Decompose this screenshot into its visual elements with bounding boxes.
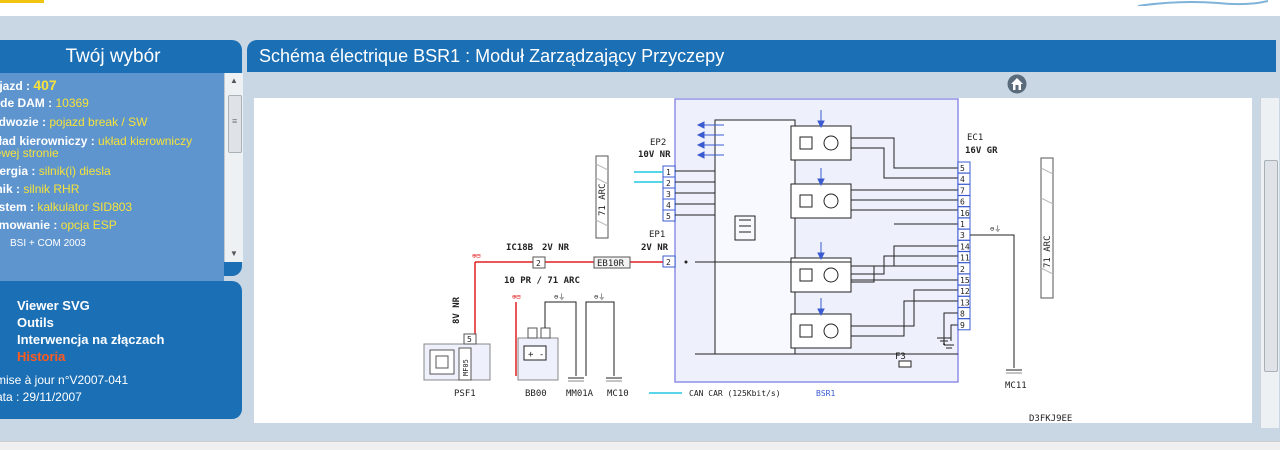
ep1-wire-label: 2V NR xyxy=(641,243,669,253)
selection-row: ° de DAM : 10369 xyxy=(0,96,89,110)
f3-label: F3 xyxy=(895,352,906,362)
ic-pin: 2 xyxy=(536,259,541,268)
wiring-diagram: F3 1 2 3 4 5 EP2 10V NR 71 ARC EP1 2V NR… xyxy=(254,98,1252,423)
ec1-pin: 16 xyxy=(960,209,970,218)
ec1-pin: 13 xyxy=(960,298,970,307)
selection-panel: Twój wybór ojazd : 407 ° de DAM : 10369 … xyxy=(0,40,243,298)
ep2-pin: 3 xyxy=(666,190,671,199)
page-title: Schéma électrique BSR1 : Moduł Zarządzaj… xyxy=(259,46,725,66)
mf-label: MF05 xyxy=(462,359,470,376)
ec1-pin: 3 xyxy=(960,231,965,240)
mc10-label: MC10 xyxy=(607,389,629,399)
ep2-pin: 2 xyxy=(666,179,671,188)
ec1-wire-label: 16V GR xyxy=(965,146,998,156)
psf1-label: PSF1 xyxy=(454,389,476,399)
ec1-pin: 14 xyxy=(960,242,970,251)
ep2-pin: 5 xyxy=(666,212,671,221)
ep1-pin: 2 xyxy=(666,258,671,267)
home-icon[interactable] xyxy=(1007,74,1027,94)
ground-symbol: ⊖⏚ xyxy=(554,293,565,301)
scroll-thumb[interactable]: ≡ xyxy=(228,95,242,153)
vert-left-label: 8V NR xyxy=(452,296,462,324)
menu-outils[interactable]: Outils xyxy=(17,315,54,330)
selection-title: Twój wybór xyxy=(65,46,161,67)
ec1-pin: 15 xyxy=(960,276,970,285)
selection-extra: BSI + COM 2003 xyxy=(10,238,86,249)
selection-row: ojazd : 407 xyxy=(0,77,57,93)
selection-row: ystem : kalkulator SID803 xyxy=(0,200,133,214)
selection-row: lnik : silnik RHR xyxy=(0,182,80,196)
date-info: ata : 29/11/2007 xyxy=(0,390,82,404)
ep2-pin: 4 xyxy=(666,201,671,210)
menu-historia[interactable]: Historia xyxy=(17,349,66,364)
menu-panel: Viewer SVG Outils Interwencja na złączac… xyxy=(0,281,242,419)
ec1-pin: 6 xyxy=(960,198,965,207)
brand-stripe xyxy=(0,0,44,3)
mf-pin: 5 xyxy=(467,335,472,344)
selection-row: adwozie : pojazd break / SW xyxy=(0,115,148,129)
ep2-wire-label: 10V NR xyxy=(638,150,671,160)
selection-row: nergia : silnik(i) diesla xyxy=(0,164,111,178)
ep2-pin: 1 xyxy=(666,168,671,177)
diagram-scrollbar[interactable] xyxy=(1260,98,1279,428)
ic-wire-label: 2V NR xyxy=(542,243,570,253)
left-wire-label: 10 PR / 71 ARC xyxy=(504,276,580,286)
scroll-up-icon[interactable]: ▲ xyxy=(230,76,238,85)
menu-viewer-svg[interactable]: Viewer SVG xyxy=(17,298,90,313)
bb00-label: BB00 xyxy=(525,389,547,399)
ec1-pin: 7 xyxy=(960,186,965,195)
ground-symbol: ⊖⏚ xyxy=(594,293,605,301)
main-header: Schéma électrique BSR1 : Moduł Zarządzaj… xyxy=(247,40,1276,72)
plus-symbol: ⊕⊟ xyxy=(472,252,480,260)
eb-label: EB10R xyxy=(597,259,625,269)
arc-label-left: 71 ARC xyxy=(598,183,608,216)
selection-list: ojazd : 407 ° de DAM : 10369 adwozie : p… xyxy=(0,73,224,298)
plus-symbol: ⊕⊟ xyxy=(512,293,520,301)
ec1-pin-box xyxy=(957,318,971,331)
bsr1-label: BSR1 xyxy=(816,389,835,398)
mc11-label: MC11 xyxy=(1005,381,1027,391)
svg-text:+ -: + - xyxy=(528,350,544,360)
ec1-pin: 2 xyxy=(960,265,965,274)
ec1-pin: 11 xyxy=(960,254,970,263)
ec1-pin: 5 xyxy=(960,164,965,173)
ic-label: IC18B xyxy=(506,243,534,253)
ep1-label: EP1 xyxy=(649,230,665,240)
selection-row: kład kierowniczy : układ kierowniczy xyxy=(0,134,193,148)
scroll-thumb[interactable] xyxy=(1264,160,1278,372)
ec1-pin: 12 xyxy=(960,287,970,296)
ec1-label: EC1 xyxy=(967,133,983,143)
selection-row: lewej stronie xyxy=(0,146,59,160)
ground-symbol: ⊖⏚ xyxy=(990,225,1001,233)
arc-label-right: 71 ARC xyxy=(1043,235,1053,268)
menu-interwencja[interactable]: Interwencja na złączach xyxy=(17,332,165,347)
status-bar xyxy=(0,441,1280,450)
can-legend: CAN CAR (125Kbit/s) xyxy=(689,389,781,398)
top-bar xyxy=(0,0,1280,16)
ec1-pin: 9 xyxy=(960,321,965,330)
diagram-ref: D3FKJ9EE xyxy=(1029,414,1072,423)
ec1-pin: 8 xyxy=(960,310,965,319)
ep2-label: EP2 xyxy=(650,138,666,148)
header-band xyxy=(0,16,1280,36)
ec1-pin: 1 xyxy=(960,220,965,229)
selection-row: amowanie : opcja ESP xyxy=(0,218,117,232)
main-panel: Schéma électrique BSR1 : Moduł Zarządzaj… xyxy=(247,40,1276,441)
selection-scrollbar[interactable]: ▲ ≡ ▼ xyxy=(224,73,243,262)
scroll-down-icon[interactable]: ▼ xyxy=(230,249,238,258)
ec1-pin: 4 xyxy=(960,175,965,184)
brand-logo xyxy=(1138,0,1268,6)
mm01a-label: MM01A xyxy=(566,389,594,399)
update-info: mise à jour n°V2007-041 xyxy=(0,373,129,387)
